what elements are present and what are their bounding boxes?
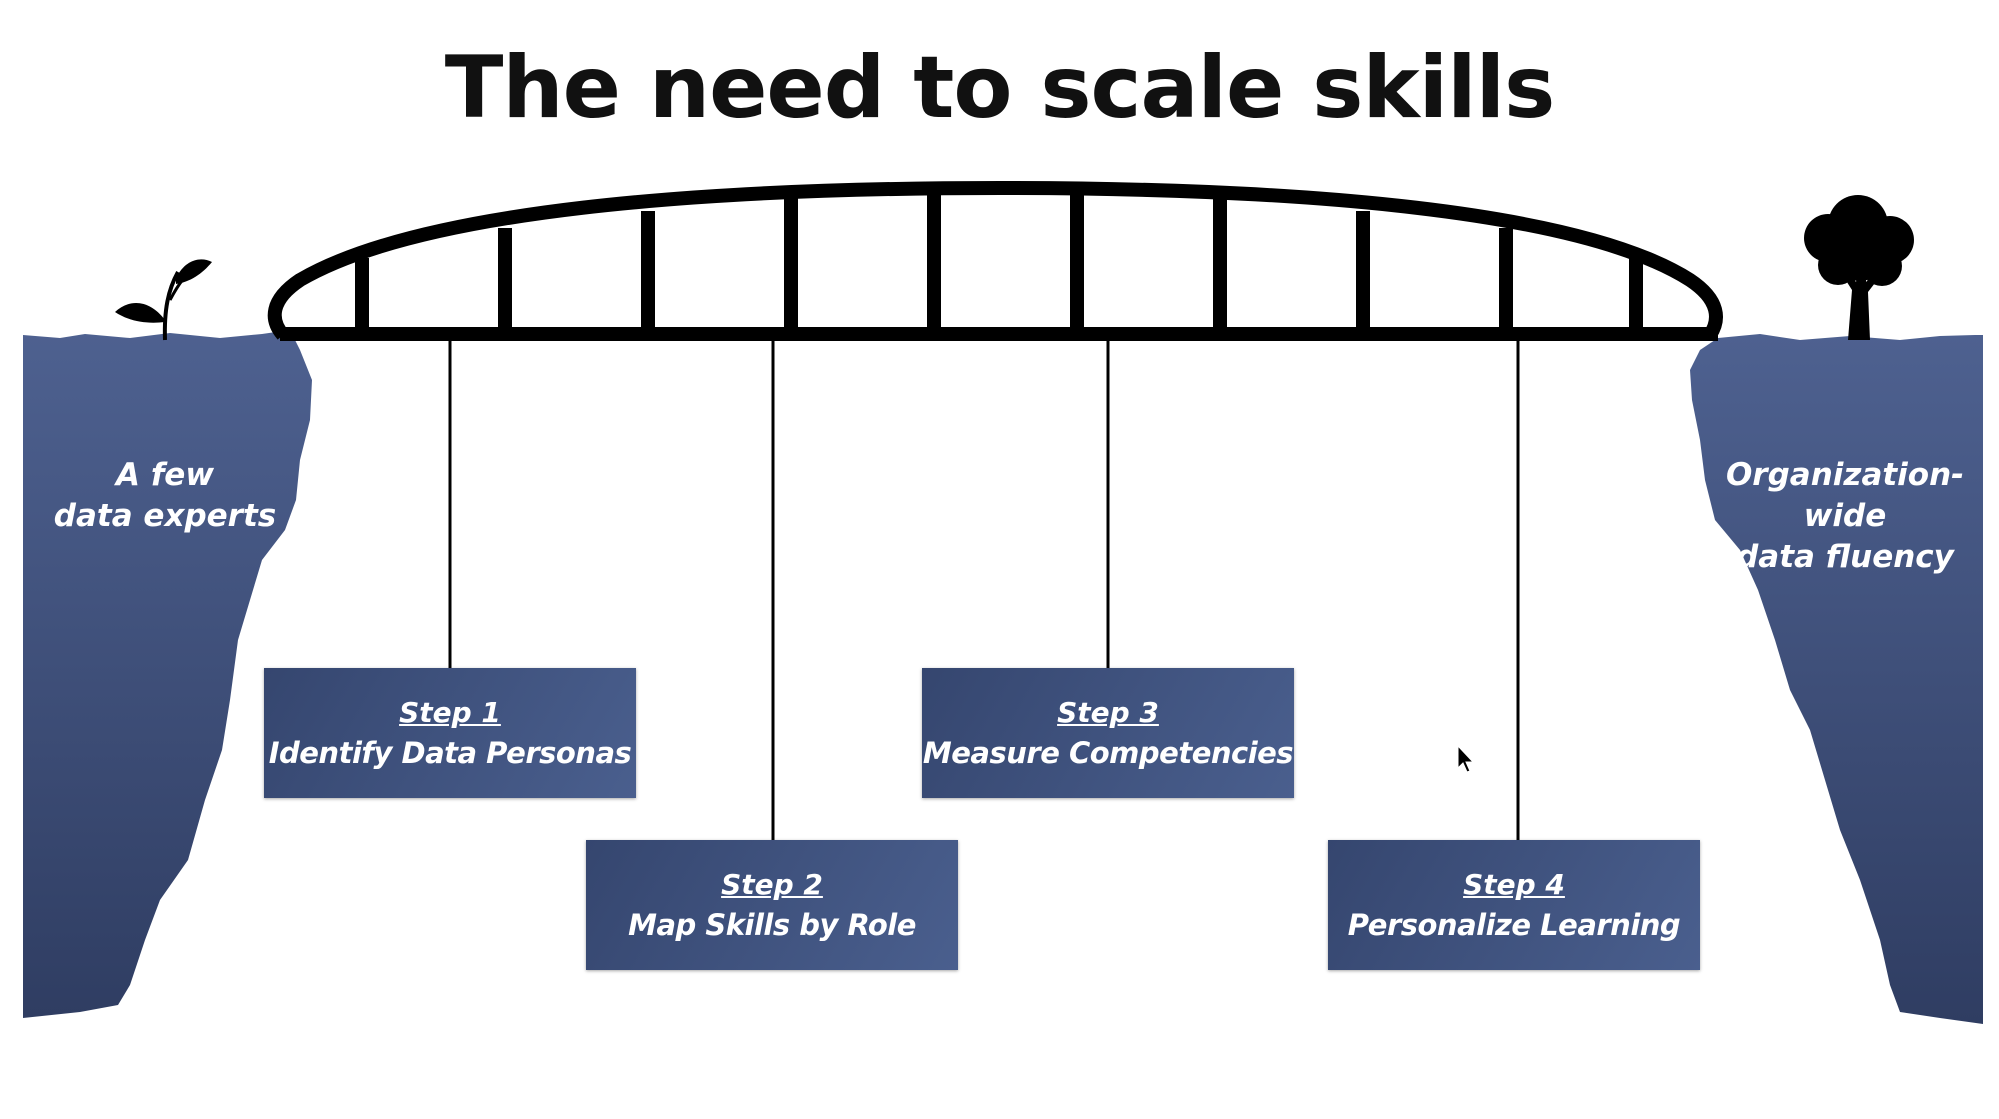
slide-title: The need to scale skills [444,38,1556,138]
step-3-label: Measure Competencies [922,736,1294,770]
left-cliff [23,330,312,1018]
step-2-box: Step 2 Map Skills by Role [586,840,958,970]
right-cliff-label: Organization-wide data fluency [1700,455,1990,578]
step-1-box: Step 1 Identify Data Personas [264,668,636,798]
step-2-label: Map Skills by Role [628,908,916,942]
step-3-box: Step 3 Measure Competencies [922,668,1294,798]
left-cliff-line1: A few [116,457,214,493]
cursor-icon [1457,744,1475,773]
left-cliff-label: A few data experts [50,455,280,537]
step-3-number: Step 3 [1057,696,1159,729]
step-1-label: Identify Data Personas [268,736,632,770]
step-4-box: Step 4 Personalize Learning [1328,840,1700,970]
step-4-number: Step 4 [1463,868,1565,901]
sprout-icon [115,259,212,341]
step-2-number: Step 2 [721,868,823,901]
left-cliff-line2: data experts [53,498,277,534]
tree-icon [1804,195,1914,340]
right-cliff [1690,334,1983,1024]
right-cliff-line2: data fluency [1736,539,1954,575]
bridge [267,180,1723,341]
step-connectors [448,341,1520,840]
step-4-label: Personalize Learning [1347,908,1681,942]
right-cliff-line1: Organization-wide [1725,457,1965,534]
step-1-number: Step 1 [399,696,501,729]
